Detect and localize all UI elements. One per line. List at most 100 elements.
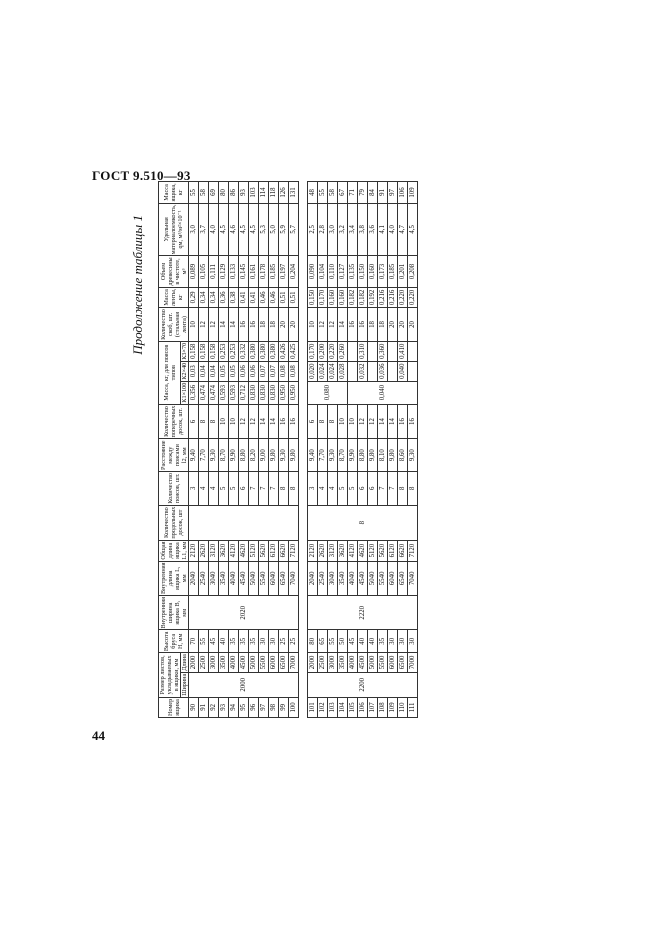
cell-box-mass: 86 xyxy=(228,181,239,204)
cell-total-length: 6120 xyxy=(387,540,398,562)
cell-k2: 0,08 xyxy=(288,361,299,382)
cell-brackets: 20 xyxy=(387,307,398,342)
cell-cross-boards: 10 xyxy=(337,404,348,439)
cell-box-no: 92 xyxy=(208,697,219,718)
cell-tape-mass: 0,46 xyxy=(258,287,269,308)
cell-k2 xyxy=(407,361,418,382)
cell-k2: 0,06 xyxy=(248,361,259,382)
cell-k2: 0,040 xyxy=(397,361,408,382)
cell-total-length: 6620 xyxy=(278,540,289,562)
cell-k3: 0,426 xyxy=(278,341,289,362)
cell-inner-length: 4540 xyxy=(238,561,249,596)
document-header: ГОСТ 9.510—93 xyxy=(92,168,191,183)
cell-belts: 6 xyxy=(238,471,249,506)
cell-length: 6000 xyxy=(387,652,398,673)
cell-tape-mass: 0,182 xyxy=(357,287,368,308)
cell-cross-boards: 14 xyxy=(258,404,269,439)
cell-k2: 0,05 xyxy=(218,361,229,382)
cell-specific-material: 4,0 xyxy=(208,203,219,256)
cell-belts: 6 xyxy=(357,471,368,506)
cell-box-mass: 126 xyxy=(278,181,289,204)
cell-k2: 0,032 xyxy=(357,361,368,382)
cell-k3: 0,158 xyxy=(208,341,219,362)
cell-specific-material: 3,4 xyxy=(347,203,358,256)
cell-k3: 0,170 xyxy=(307,341,318,362)
cell-inner-width: 2020 xyxy=(188,595,299,630)
cell-inner-length: 2040 xyxy=(188,561,199,596)
cell-belts: 8 xyxy=(278,471,289,506)
cell-k2 xyxy=(367,361,378,382)
cell-tape-mass: 0,34 xyxy=(208,287,219,308)
cell-box-mass: 55 xyxy=(188,181,199,204)
cell-k3: 0,253 xyxy=(218,341,229,362)
cell-length: 3500 xyxy=(337,652,348,673)
cell-k1: 0,712 xyxy=(238,381,249,405)
cell-cross-boards: 8 xyxy=(208,404,219,439)
cell-total-length: 7120 xyxy=(288,540,299,562)
cell-total-length: 3620 xyxy=(337,540,348,562)
cell-box-mass: 131 xyxy=(288,181,299,204)
cell-beam-height: 25 xyxy=(278,630,289,653)
cell-total-length: 7120 xyxy=(407,540,418,562)
cell-box-mass: 97 xyxy=(387,181,398,204)
cell-k3: 0,200 xyxy=(317,341,328,362)
cell-wood-volume: 0,173 xyxy=(377,255,388,288)
cell-specific-material: 3,0 xyxy=(188,203,199,256)
cell-k3: 0,158 xyxy=(188,341,199,362)
cell-box-mass: 93 xyxy=(238,181,249,204)
cell-specific-material: 2,5 xyxy=(307,203,318,256)
cell-k3 xyxy=(387,341,398,362)
cell-specific-material: 3,7 xyxy=(198,203,209,256)
header-row: Номер ящика Размер листов, укладываемых … xyxy=(158,181,189,718)
cell-length: 3500 xyxy=(218,652,229,673)
cell-k1: 0,474 xyxy=(208,381,219,405)
cell-k3 xyxy=(367,341,378,362)
cell-k3 xyxy=(347,341,358,362)
cell-cross-boards: 10 xyxy=(218,404,229,439)
cell-inner-length: 5040 xyxy=(367,561,378,596)
cell-brackets: 20 xyxy=(407,307,418,342)
cell-brackets: 20 xyxy=(288,307,299,342)
cell-tape-mass: 0,160 xyxy=(327,287,338,308)
cell-beam-height: 30 xyxy=(258,630,269,653)
cell-inner-length: 2540 xyxy=(317,561,328,596)
cell-inner-length: 5540 xyxy=(258,561,269,596)
cell-inner-length: 6540 xyxy=(397,561,408,596)
cell-box-no: 90 xyxy=(188,697,199,718)
cell-length: 6000 xyxy=(268,652,279,673)
continuation-caption: Продолжение таблицы 1 xyxy=(130,215,145,355)
cell-box-mass: 79 xyxy=(357,181,368,204)
cell-specific-material: 3,2 xyxy=(337,203,348,256)
cell-inner-length: 6040 xyxy=(387,561,398,596)
cell-box-mass: 114 xyxy=(258,181,269,204)
cell-wood-volume: 0,129 xyxy=(218,255,229,288)
cell-specific-material: 4,7 xyxy=(397,203,408,256)
cell-belt-spacing: 9,90 xyxy=(228,438,239,472)
cell-k3: 0,332 xyxy=(238,341,249,362)
cell-specific-material: 3,0 xyxy=(327,203,338,256)
cell-belt-spacing: 9,90 xyxy=(347,438,358,472)
cell-k3: 0,425 xyxy=(288,341,299,362)
cell-tape-mass: 0,160 xyxy=(337,287,348,308)
col-width: Ширина xyxy=(180,672,189,698)
cell-belts: 3 xyxy=(307,471,318,506)
cell-inner-length: 4540 xyxy=(357,561,368,596)
cell-wood-volume: 0,090 xyxy=(307,255,318,288)
cell-tape-mass: 0,29 xyxy=(188,287,199,308)
col-total-length: Общая длина ящика L1, мм xyxy=(158,540,189,562)
cell-cross-boards: 10 xyxy=(347,404,358,439)
cell-tape-mass: 0,46 xyxy=(268,287,279,308)
cell-wood-volume: 0,201 xyxy=(397,255,408,288)
cell-width: 2000 xyxy=(188,672,299,698)
col-box-no: Номер ящика xyxy=(158,697,189,718)
cell-beam-height: 25 xyxy=(288,630,299,653)
cell-cross-boards: 12 xyxy=(238,404,249,439)
cell-belts: 7 xyxy=(268,471,279,506)
cell-belts: 5 xyxy=(218,471,229,506)
cell-k2: 0,04 xyxy=(198,361,209,382)
cell-k1: 0,593 xyxy=(228,381,239,405)
